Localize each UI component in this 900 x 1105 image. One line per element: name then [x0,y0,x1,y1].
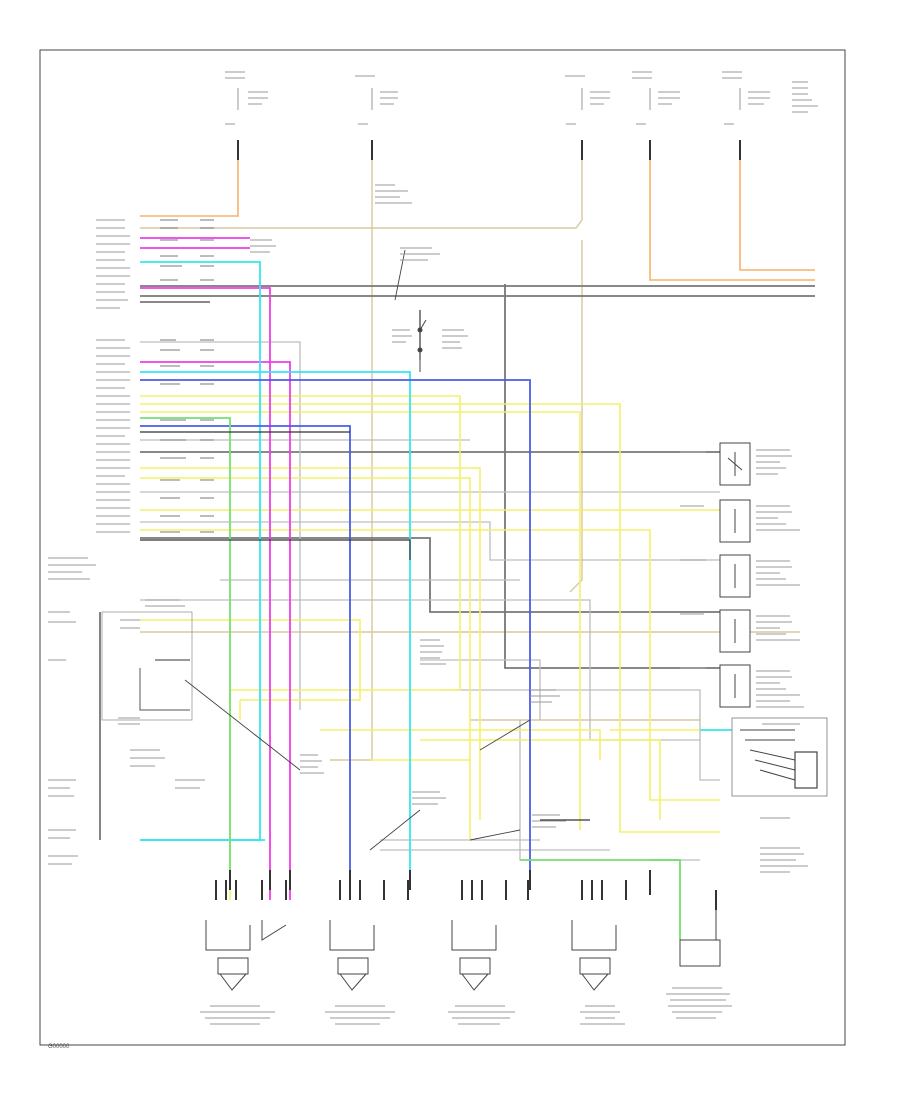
fuse-connector-ticks [237,140,741,160]
actuator-3 [719,554,751,598]
center-switch [417,319,427,372]
green-wires [140,417,681,940]
bottom-motor-3 [448,880,529,1025]
lower-left-module [48,611,205,865]
diagram-frame [39,49,846,1046]
actuator-1 [719,442,751,486]
callout-leaders [184,249,531,851]
actuator-4 [719,609,751,653]
callout-texts [120,184,566,828]
figure-id: G00000 [48,1044,70,1050]
right-sensor-connector [731,717,828,873]
cyan-wires [140,261,735,880]
left-connector-pins [48,219,130,580]
pink-wires [140,237,291,900]
blue-wires [140,379,531,880]
bottom-motor-1 [200,880,287,1025]
bottom-connector-ticks [229,870,531,890]
dark-accent-wires [140,310,590,821]
bottom-motor-2 [325,880,409,1025]
orange-feed-wires [140,160,815,281]
top-fuse-blocks [225,71,818,125]
bottom-sensor [666,890,732,1019]
right-actuator-blocks [680,442,804,708]
actuator-5 [719,664,751,708]
bottom-motor-4 [571,870,651,1025]
lightgray-wires [140,341,720,861]
pin-color-codes [160,219,214,533]
actuator-2 [719,499,751,543]
yellow-wires [140,395,720,900]
